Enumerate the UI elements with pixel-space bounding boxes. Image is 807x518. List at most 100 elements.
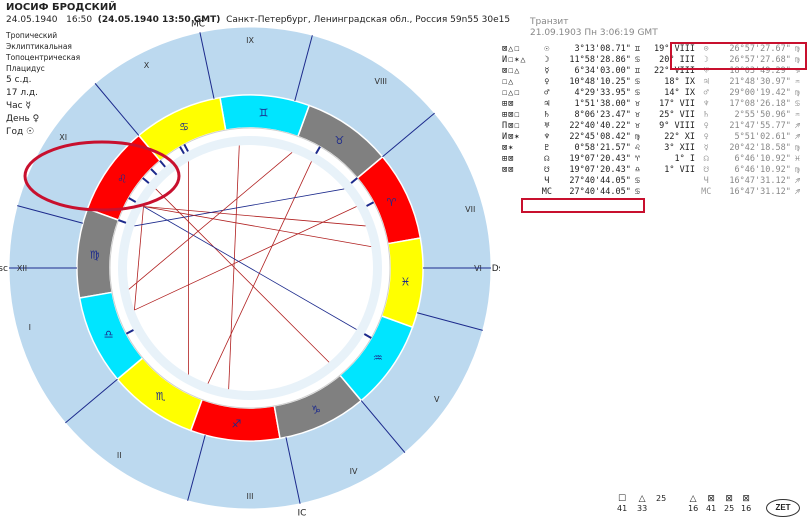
- highlight-box-part-of-fortune: [521, 198, 645, 213]
- aspect-icons: ☐△☐: [502, 88, 521, 98]
- aspect-total-icon: ⊠: [707, 494, 715, 504]
- setting-coordinates: Эклиптикальная: [6, 42, 72, 51]
- transit-degree: 26°57'27.68": [729, 55, 791, 65]
- sign-glyph: ♉: [634, 110, 640, 120]
- planet-glyph: ☿: [544, 66, 550, 76]
- aspect-total-icon: △: [638, 494, 646, 504]
- transit-sign-glyph: ♍: [794, 88, 800, 98]
- zodiac-sign-glyph: ♏: [156, 390, 166, 403]
- planet-degree: 22°45'08.42": [569, 132, 631, 142]
- sign-glyph: ♉: [634, 99, 640, 109]
- position-row: ⊞⊠☊19°07'20.43"♈1° I☊6°46'10.92"♓: [500, 154, 807, 165]
- angle-label: Dsc: [492, 264, 500, 274]
- house-position: 9° VIII: [659, 121, 695, 131]
- aspect-total-value: 25: [724, 504, 735, 513]
- position-row: ⊠⊠☋19°07'20.43"♎1° VII☋6°46'10.92"♍: [500, 165, 807, 176]
- house-cusp-line: [65, 378, 118, 424]
- planet-tick: [159, 160, 166, 168]
- house-position: 3° XII: [664, 143, 695, 153]
- transit-planet-glyph: ☊: [703, 154, 709, 164]
- aspect-icons: ⊠☐△: [502, 66, 521, 76]
- position-row: ⊠✶♇0°58'21.57"♌3° XII☿20°42'18.58"♍: [500, 143, 807, 154]
- aspect-total-value: 33: [637, 504, 648, 513]
- aspect-total: ⊠41: [706, 494, 716, 513]
- aspect-icons: [500, 187, 540, 198]
- aspect-line: [207, 161, 312, 384]
- house-position: 1° I: [674, 154, 695, 164]
- planet-degree: 6°34'03.00": [574, 66, 631, 76]
- planet-glyph: ♆: [544, 132, 550, 142]
- transit-degree: 20°42'18.58": [729, 143, 791, 153]
- position-row: ⊞⊠♃1°51'38.00"♉17° VII♆17°08'26.18"♋: [500, 99, 807, 110]
- house-position: 20° III: [659, 55, 695, 65]
- aspect-total: △16: [688, 494, 698, 513]
- zodiac-sign-glyph: ♓: [400, 276, 410, 289]
- position-row: И⊠✶♆22°45'08.42"♍22° XI♀5°51'02.61"♐: [500, 132, 807, 143]
- transit-planet-glyph: ♄: [703, 110, 709, 120]
- highlight-ellipse-stellium: [23, 140, 181, 212]
- highlight-box-transit-sun-moon: [670, 42, 807, 70]
- aspect-icons: И☐✶△: [502, 55, 527, 65]
- planet-tick: [363, 333, 372, 339]
- aspect-total-icon: △: [689, 494, 697, 504]
- transit-degree: 18°03'49.29": [729, 66, 791, 76]
- house-number-label: IX: [246, 36, 254, 45]
- planet-degree: 11°58'28.86": [569, 55, 631, 65]
- planet-degree: 19°07'20.43": [569, 165, 631, 175]
- natal-wheel[interactable]: ♈♉♊♋♌♍♎♏♐♑♒♓IIIIIIIVVVIVIIVIIIIXXXIXIIMC…: [0, 18, 500, 518]
- planet-glyph: ☉: [544, 44, 550, 54]
- transit-sign-glyph: ♒: [794, 110, 800, 120]
- house-position: 25° VII: [659, 110, 695, 120]
- transit-planet-glyph: ♆: [703, 99, 709, 109]
- chart-title: ИОСИФ БРОДСКИЙ: [6, 2, 117, 13]
- house-number-label: X: [144, 61, 150, 70]
- transit-sign-glyph: ♍: [794, 143, 800, 153]
- aspect-total: ☐41: [617, 494, 627, 513]
- birth-date: 24.05.1940: [6, 15, 58, 25]
- position-row: ☐△♀10°48'10.25"♋18° IX♃21°48'30.97"♒: [500, 77, 807, 88]
- zodiac-sign-glyph: ♍: [90, 248, 100, 261]
- aspect-line: [134, 206, 144, 311]
- aspect-icons: ⊠△☐: [502, 44, 521, 54]
- planet-glyph: ♀: [544, 77, 550, 87]
- house-position: [646, 187, 698, 198]
- house-number-label: XI: [59, 133, 67, 142]
- transit-sign-glyph: ♋: [794, 99, 800, 109]
- transit-planet-glyph: ♀: [703, 132, 709, 142]
- planet-glyph: ☋: [544, 165, 550, 175]
- zet-logo[interactable]: ZET: [766, 499, 800, 517]
- positions-table: ⊠△☐☉3°13'08.71"♊19° VIII⊙26°57'27.67"♍И☐…: [500, 44, 807, 198]
- aspect-total-value: 41: [706, 504, 717, 513]
- planet-glyph: ♂: [544, 88, 550, 98]
- house-cusp-line: [199, 32, 215, 99]
- ruler-day: День ♀: [6, 114, 40, 124]
- aspect-line: [128, 152, 293, 290]
- transit-sign-glyph: ♍: [794, 55, 800, 65]
- sign-glyph: ♋: [634, 77, 640, 87]
- planet-tick: [183, 143, 189, 152]
- birth-place: Санкт-Петербург, Ленинградская обл., Рос…: [226, 15, 511, 25]
- transit-degree: 21°48'30.97": [729, 77, 791, 87]
- zodiac-sign-glyph: ♋: [179, 121, 189, 134]
- aspect-total-value: 16: [741, 504, 752, 513]
- transit-degree: 6°46'10.92": [734, 154, 791, 164]
- planet-glyph: ♇: [544, 143, 550, 153]
- ruler-weeks-sd: 5 с.д.: [6, 75, 32, 85]
- aspect-line: [143, 206, 366, 227]
- planet-glyph: ♃: [544, 99, 550, 109]
- planet-tick: [179, 146, 185, 155]
- setting-zodiac: Тропический: [6, 31, 58, 40]
- transit-planet-glyph: ♃: [703, 77, 709, 87]
- transit-sign-glyph: ♐: [794, 187, 800, 197]
- house-position: 1° VII: [664, 165, 695, 175]
- house-number-label: VIII: [374, 77, 387, 86]
- house-cusp-line: [94, 83, 140, 136]
- house-position: 22° VIII: [654, 66, 695, 76]
- planet-tick: [150, 168, 158, 176]
- ruler-year: Год ☉: [6, 127, 35, 137]
- transit-degree: 21°47'55.77": [729, 121, 791, 131]
- zodiac-sign-glyph: ♑: [311, 403, 321, 416]
- transit-sign-glyph: ♓: [794, 154, 800, 164]
- transit-planet-glyph: ☿: [703, 143, 709, 153]
- aspect-icons: ⊠⊠: [502, 165, 515, 175]
